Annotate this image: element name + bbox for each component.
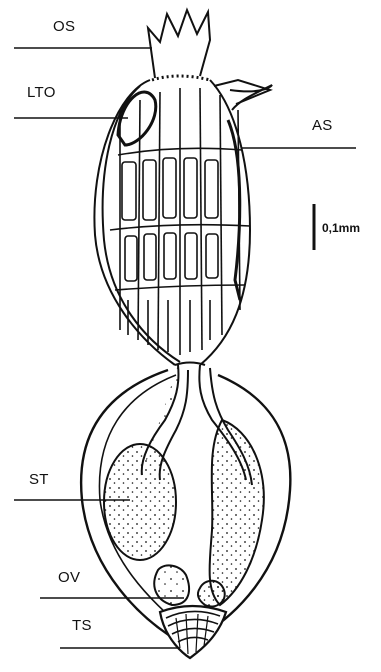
oral-spines [148,10,210,78]
label-as: AS [312,118,333,133]
oral-spines-band [152,76,210,80]
label-lto: LTO [27,85,56,100]
leader-lines [14,48,356,648]
label-os: OS [53,19,75,34]
stomach [104,444,176,560]
scale-bar-label: 0,1mm [322,222,360,234]
label-ts: TS [72,618,92,633]
label-ov: OV [58,570,80,585]
intestine-right [210,420,264,605]
terminal-structure [160,606,226,658]
label-st: ST [29,472,49,487]
